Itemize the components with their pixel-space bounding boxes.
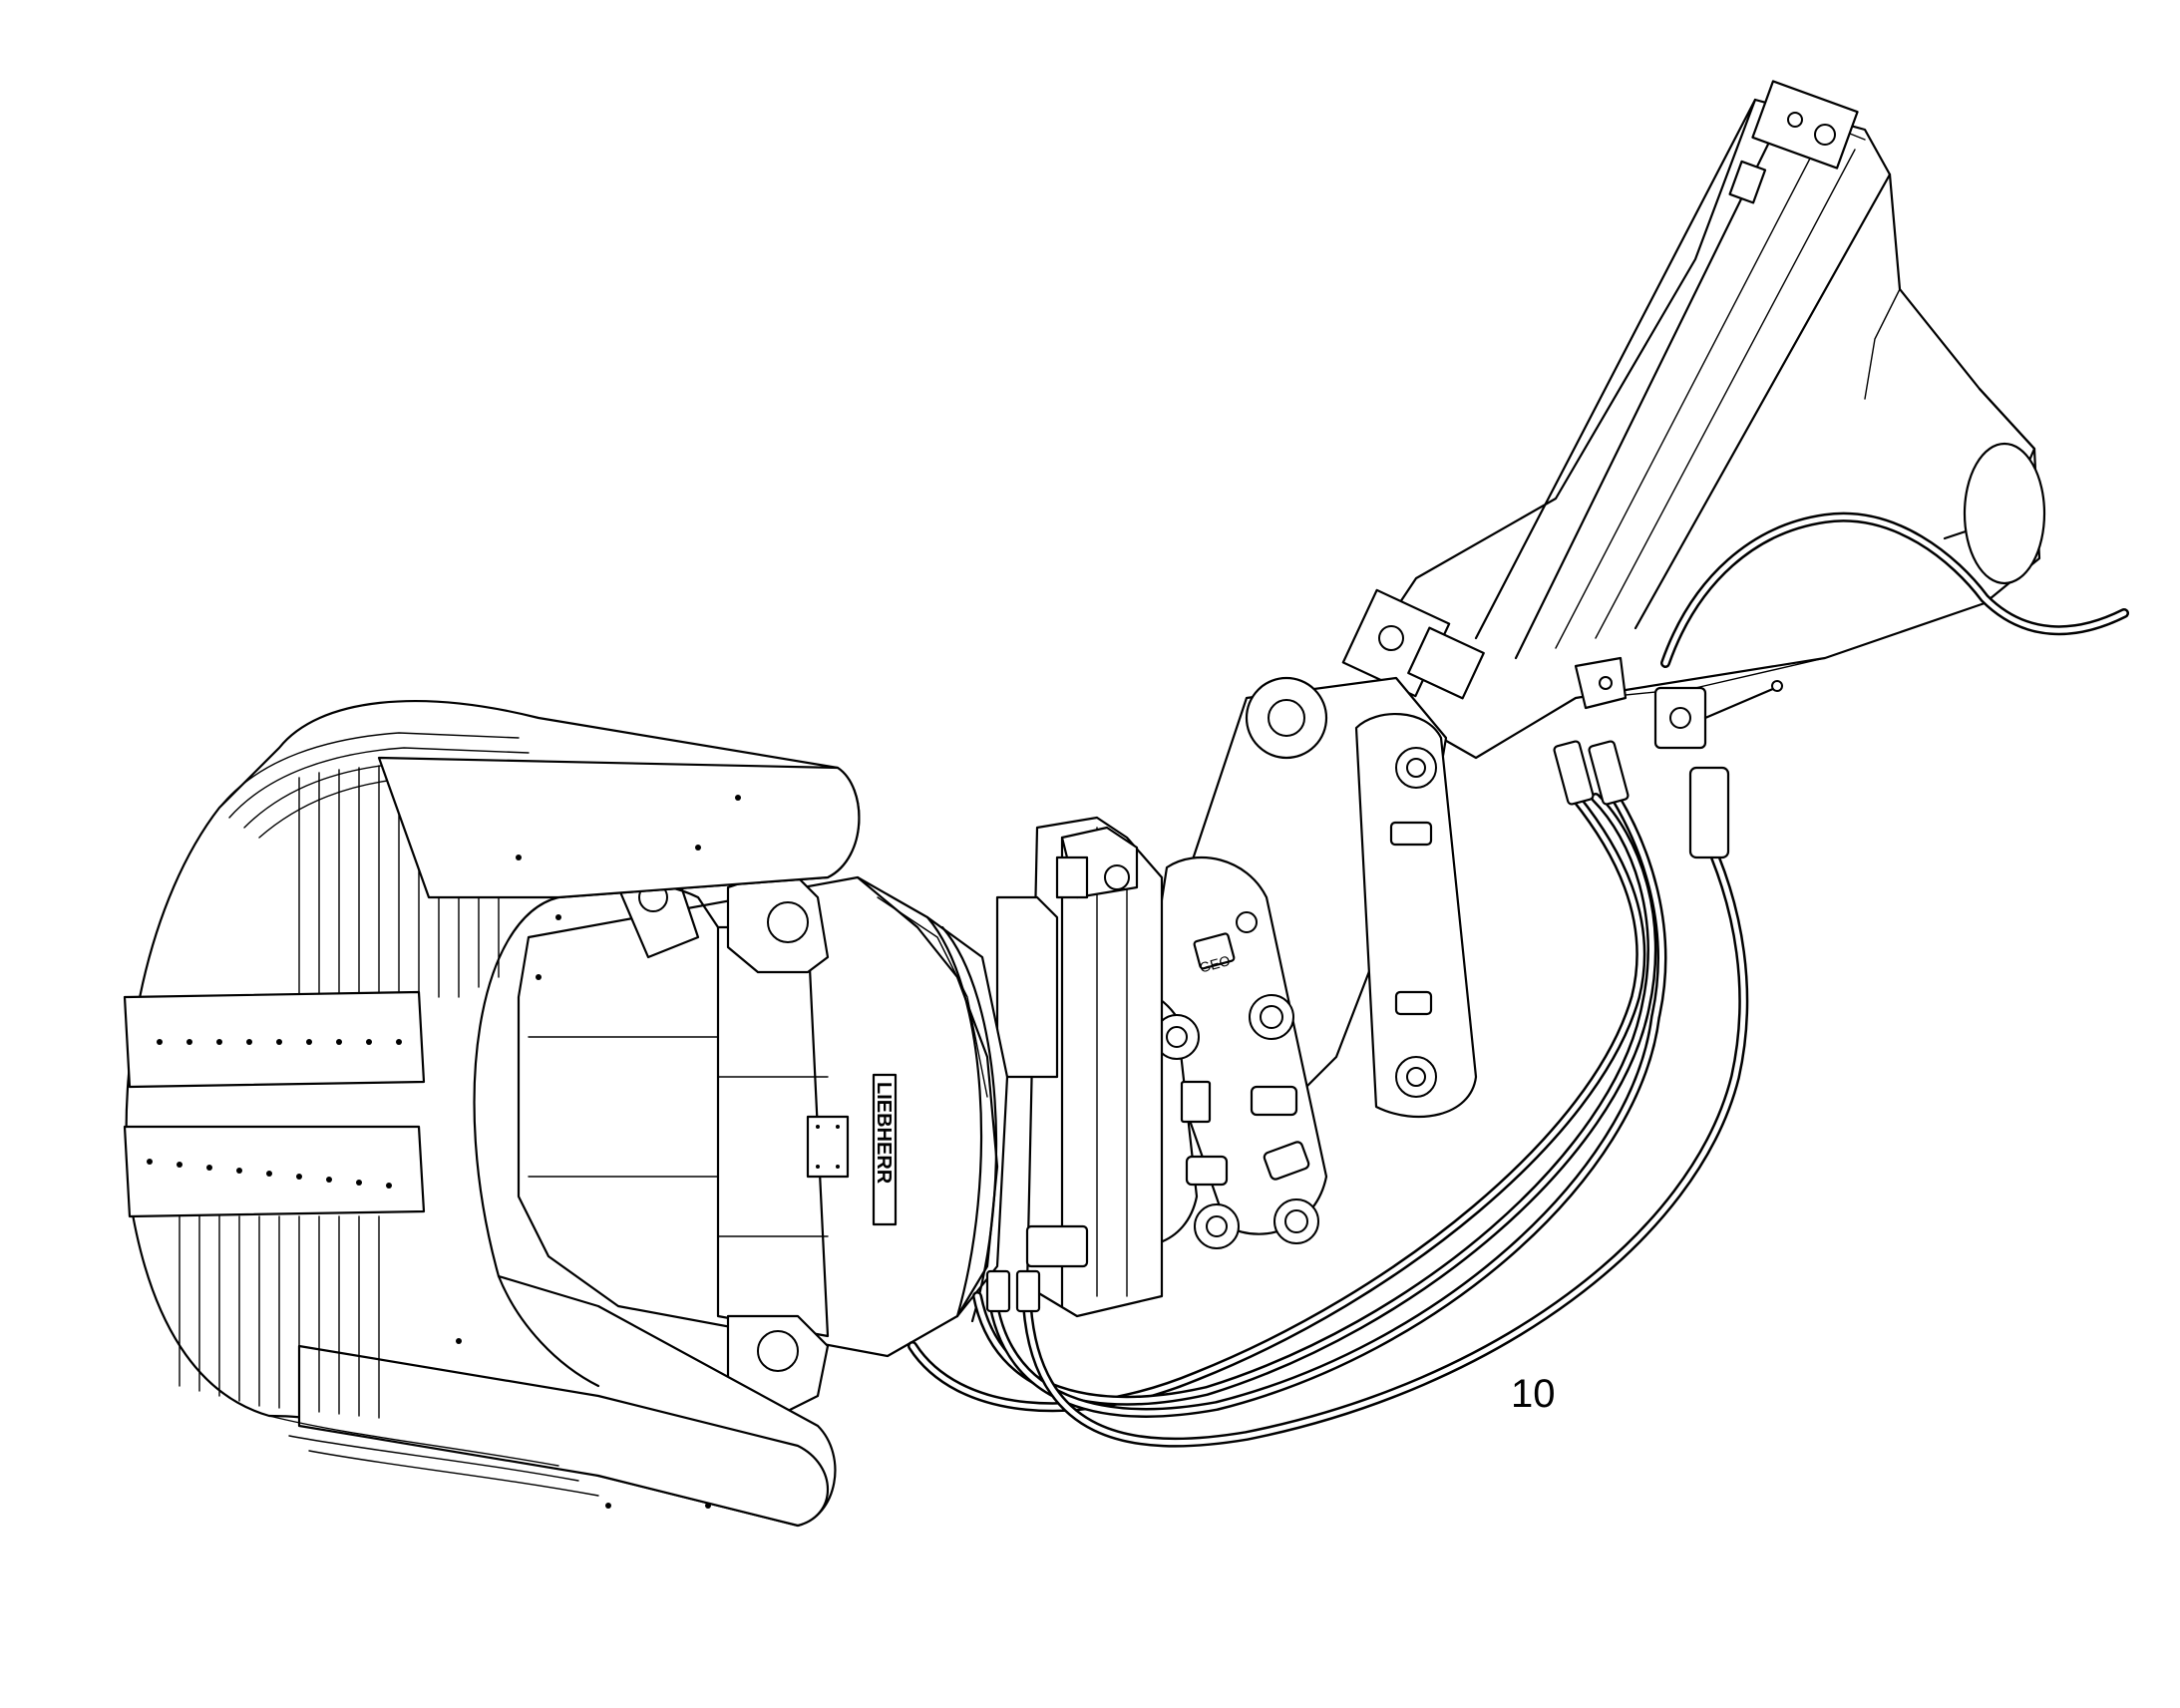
grapple-ears [616,865,830,1418]
brand-marking: LIEBHERR [873,1082,895,1185]
cylinder-head-detail [1341,80,1859,700]
upper-jaw-band [123,756,861,1089]
rotator-housing [995,816,1164,1318]
reference-number-label: 10 [1511,1372,1556,1416]
grapple-body [517,875,1009,1358]
hydraulic-hoses [908,793,1749,1448]
boom-hose [1660,512,2129,668]
lower-shell-ribs [179,1215,599,1497]
plate-marking: GEO [1198,952,1232,976]
hose-fittings [985,656,1783,1313]
lower-jaw-band [123,1125,830,1528]
